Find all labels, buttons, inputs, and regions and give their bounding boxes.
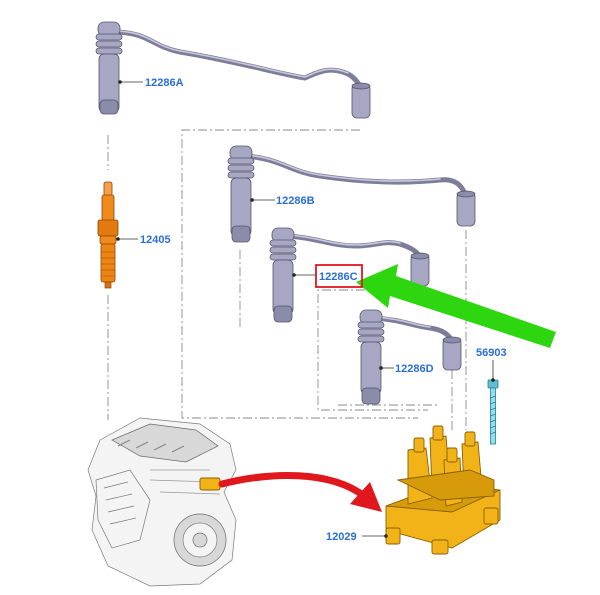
- callout-leaders: [116, 80, 495, 538]
- red-arrow: [218, 472, 382, 512]
- callout-12286b[interactable]: 12286B: [276, 195, 315, 207]
- assembly-guide-lines: [107, 129, 467, 432]
- callout-56903[interactable]: 56903: [476, 347, 507, 359]
- spark-plug-12405[interactable]: [97, 181, 119, 289]
- ignition-lead-12286d[interactable]: [357, 309, 462, 405]
- ignition-lead-12286c[interactable]: [269, 227, 430, 323]
- ignition-lead-12286b[interactable]: [227, 145, 476, 243]
- callout-12286a[interactable]: 12286A: [145, 77, 184, 89]
- bolt-56903[interactable]: [487, 379, 499, 445]
- ignition-lead-12286a[interactable]: [95, 21, 371, 119]
- callout-12286d[interactable]: 12286D: [395, 363, 434, 375]
- callout-12286c[interactable]: 12286C: [319, 271, 358, 283]
- callout-12029[interactable]: 12029: [326, 531, 357, 543]
- callout-12405[interactable]: 12405: [140, 234, 171, 246]
- highlight-box: [315, 264, 363, 288]
- green-arrow: [356, 264, 556, 348]
- engine-illustration: [87, 417, 237, 587]
- ignition-coil-12029[interactable]: [385, 425, 501, 555]
